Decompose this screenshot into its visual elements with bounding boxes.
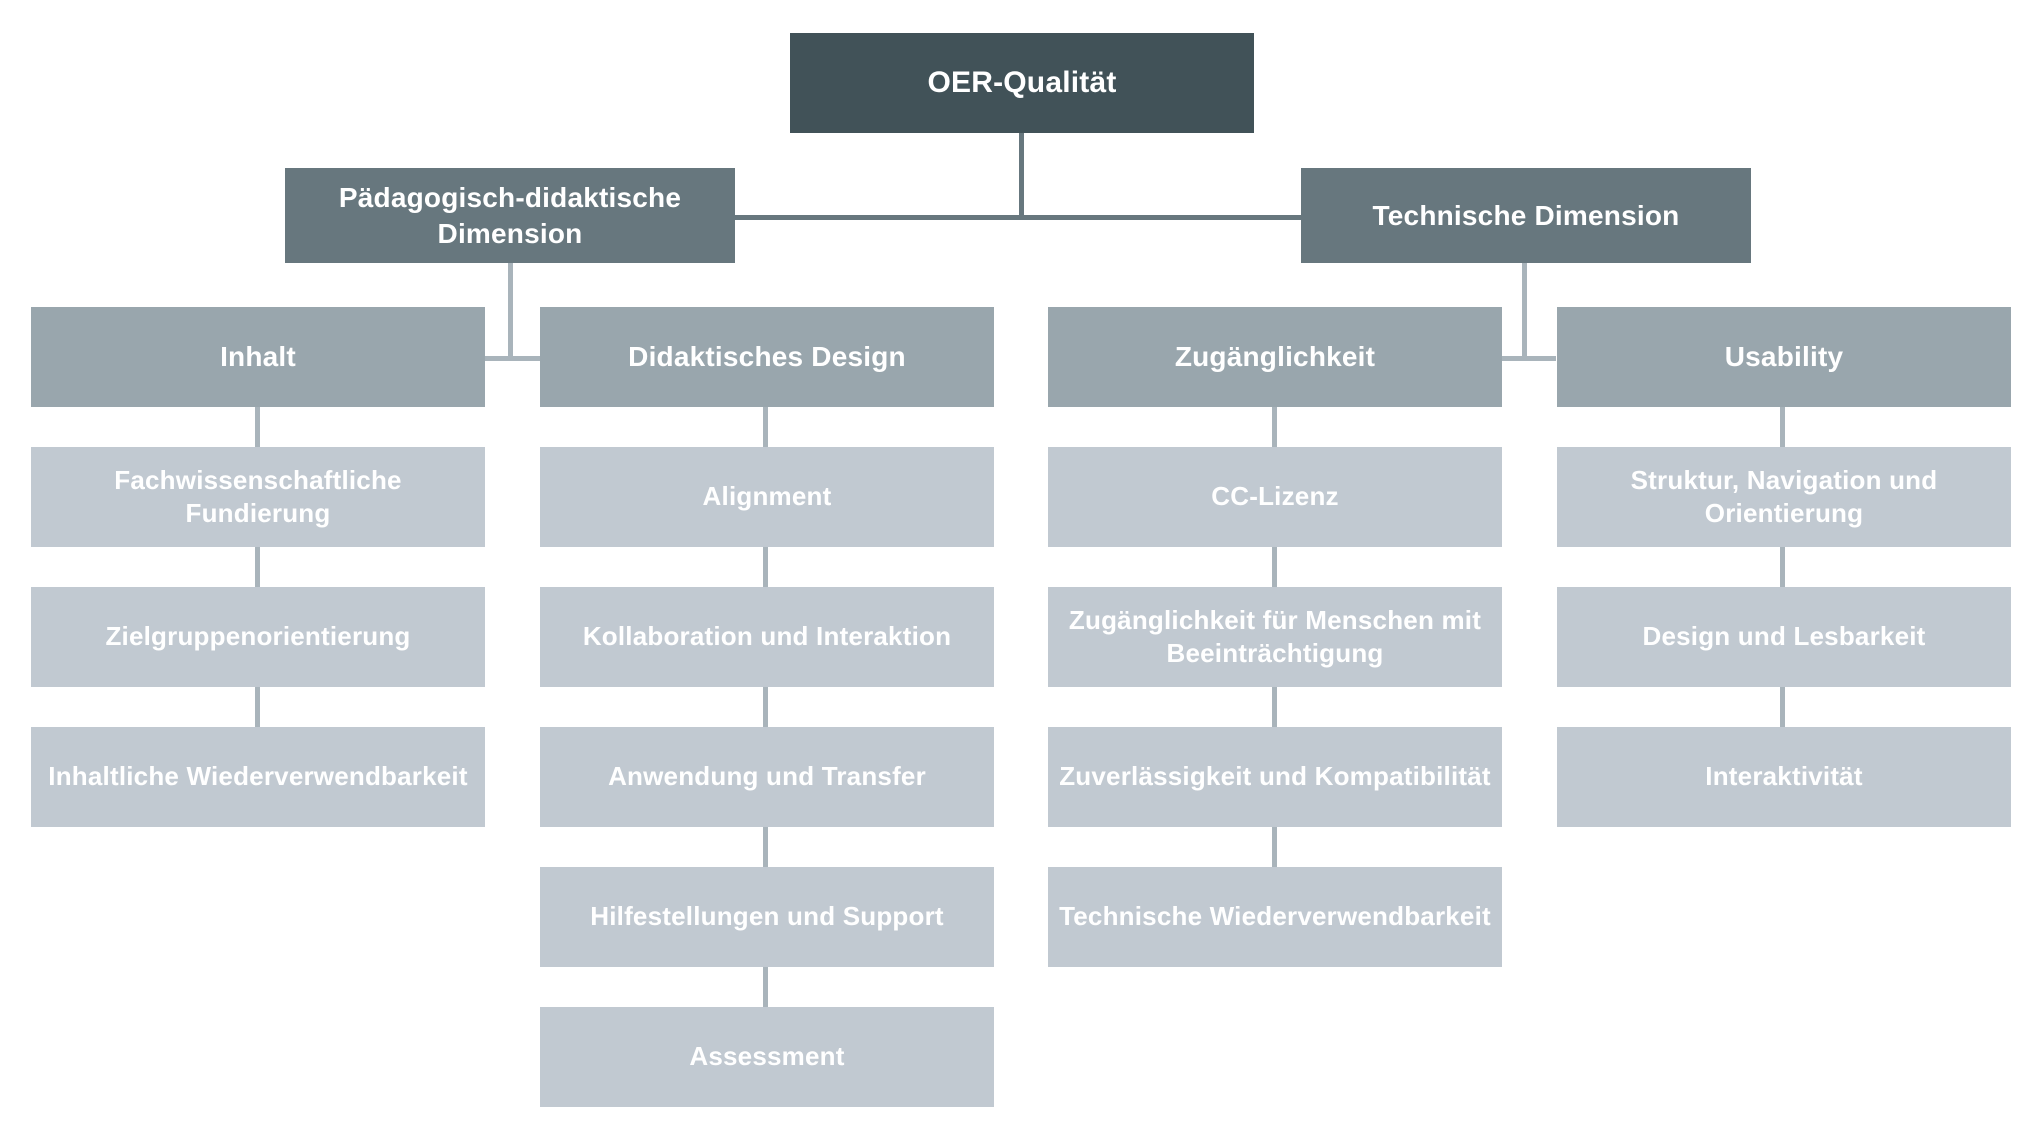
connector-dimension2-down bbox=[1522, 262, 1527, 360]
node-label: CC-Lizenz bbox=[1211, 481, 1339, 512]
node-leaf-design-und-lesbarkeit[interactable]: Design und Lesbarkeit bbox=[1557, 587, 2011, 687]
node-label: Anwendung und Transfer bbox=[608, 761, 926, 792]
node-label: Technische Wiederverwendbarkeit bbox=[1059, 901, 1491, 932]
node-leaf-technische-wiederverwendbarkeit[interactable]: Technische Wiederverwendbarkeit bbox=[1048, 867, 1502, 967]
node-label: OER-Qualität bbox=[927, 65, 1117, 99]
connector-col3-seg4 bbox=[1272, 827, 1277, 867]
node-label: Inhaltliche Wiederverwendbarkeit bbox=[48, 761, 468, 792]
node-leaf-zugaenglichkeit-fuer-menschen-mit-beeintraechtigung[interactable]: Zugänglichkeit für Menschen mit Beeinträ… bbox=[1048, 587, 1502, 687]
connector-category-bus-right bbox=[1497, 356, 1556, 361]
connector-col3-seg1 bbox=[1272, 407, 1277, 447]
node-label: Struktur, Navigation und Orientierung bbox=[1630, 464, 1938, 528]
node-leaf-alignment[interactable]: Alignment bbox=[540, 447, 994, 547]
node-leaf-anwendung-und-transfer[interactable]: Anwendung und Transfer bbox=[540, 727, 994, 827]
node-leaf-struktur-navigation-und-orientierung[interactable]: Struktur, Navigation und Orientierung bbox=[1557, 447, 2011, 547]
connector-col4-seg2 bbox=[1780, 547, 1785, 587]
connector-col2-seg2 bbox=[763, 547, 768, 587]
node-oer-qualitaet[interactable]: OER-Qualität bbox=[790, 33, 1254, 133]
node-category-inhalt[interactable]: Inhalt bbox=[31, 307, 485, 407]
connector-col1-seg2 bbox=[255, 547, 260, 587]
node-label: Zugänglichkeit bbox=[1174, 341, 1376, 373]
node-leaf-inhaltliche-wiederverwendbarkeit[interactable]: Inhaltliche Wiederverwendbarkeit bbox=[31, 727, 485, 827]
node-label: Pädagogisch-didaktische Dimension bbox=[338, 181, 682, 249]
connector-root-down bbox=[1019, 133, 1024, 219]
node-label: Alignment bbox=[702, 481, 832, 512]
connector-dimension1-down bbox=[508, 262, 513, 360]
node-label: Fachwissenschaftliche Fundierung bbox=[114, 464, 402, 528]
connector-col1-seg1 bbox=[255, 407, 260, 447]
node-leaf-zielgruppenorientierung[interactable]: Zielgruppenorientierung bbox=[31, 587, 485, 687]
node-category-didaktisches-design[interactable]: Didaktisches Design bbox=[540, 307, 994, 407]
node-leaf-zuverlaessigkeit-und-kompatibilitaet[interactable]: Zuverlässigkeit und Kompatibilität bbox=[1048, 727, 1502, 827]
connector-col3-seg3 bbox=[1272, 687, 1277, 727]
node-label: Design und Lesbarkeit bbox=[1642, 621, 1926, 652]
connector-col2-seg1 bbox=[763, 407, 768, 447]
node-technische-dimension[interactable]: Technische Dimension bbox=[1301, 168, 1751, 263]
node-label: Usability bbox=[1724, 341, 1844, 373]
connector-col2-seg4 bbox=[763, 827, 768, 867]
node-leaf-cc-lizenz[interactable]: CC-Lizenz bbox=[1048, 447, 1502, 547]
node-label: Didaktisches Design bbox=[628, 341, 906, 373]
connector-dimension-bus bbox=[735, 215, 1301, 220]
node-category-zugaenglichkeit[interactable]: Zugänglichkeit bbox=[1048, 307, 1502, 407]
node-leaf-fachwissenschaftliche-fundierung[interactable]: Fachwissenschaftliche Fundierung bbox=[31, 447, 485, 547]
node-category-usability[interactable]: Usability bbox=[1557, 307, 2011, 407]
connector-col3-seg2 bbox=[1272, 547, 1277, 587]
node-label: Zielgruppenorientierung bbox=[105, 621, 411, 652]
node-label: Technische Dimension bbox=[1372, 199, 1680, 231]
connector-col1-seg3 bbox=[255, 687, 260, 727]
node-label: Zuverlässigkeit und Kompatibilität bbox=[1059, 761, 1491, 792]
node-paedagogisch-didaktische-dimension[interactable]: Pädagogisch-didaktische Dimension bbox=[285, 168, 735, 263]
connector-col2-seg5 bbox=[763, 967, 768, 1007]
connector-col4-seg3 bbox=[1780, 687, 1785, 727]
node-leaf-interaktivitaet[interactable]: Interaktivität bbox=[1557, 727, 2011, 827]
connector-col2-seg3 bbox=[763, 687, 768, 727]
node-leaf-hilfestellungen-und-support[interactable]: Hilfestellungen und Support bbox=[540, 867, 994, 967]
node-label: Zugänglichkeit für Menschen mit Beeinträ… bbox=[1068, 604, 1482, 668]
connector-col4-seg1 bbox=[1780, 407, 1785, 447]
node-label: Interaktivität bbox=[1705, 761, 1863, 792]
node-label: Hilfestellungen und Support bbox=[590, 901, 944, 932]
node-label: Inhalt bbox=[220, 341, 296, 373]
node-leaf-assessment[interactable]: Assessment bbox=[540, 1007, 994, 1107]
node-label: Kollaboration und Interaktion bbox=[582, 621, 952, 652]
node-label: Assessment bbox=[689, 1041, 845, 1072]
node-leaf-kollaboration-und-interaktion[interactable]: Kollaboration und Interaktion bbox=[540, 587, 994, 687]
connector-category-bus-left bbox=[485, 356, 544, 361]
